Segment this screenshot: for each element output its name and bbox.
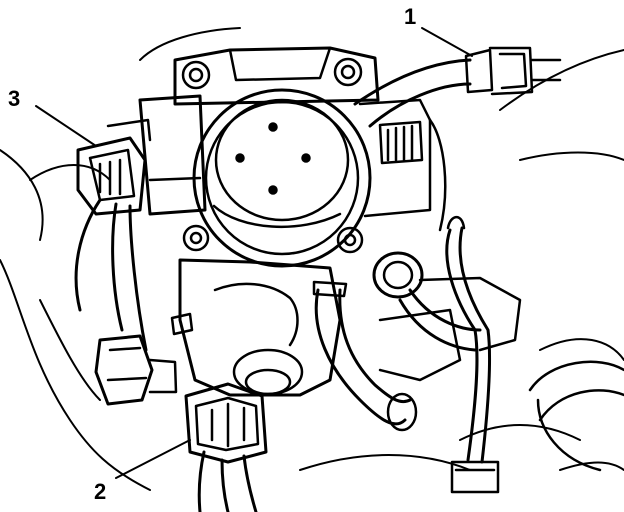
callout-number-3: 3 — [8, 86, 21, 111]
leader-line-1 — [422, 28, 472, 56]
center-vacuum-hose — [314, 282, 416, 430]
connector-3 — [78, 120, 150, 214]
leader-line-3 — [36, 106, 96, 146]
flange-bolt-top-right — [335, 59, 361, 85]
hose-fitting — [374, 253, 422, 297]
connector-1 — [466, 48, 560, 94]
wiring-harness-2 — [199, 452, 256, 512]
callout-number-1: 1 — [404, 4, 417, 29]
vacuum-hose-1 — [355, 60, 470, 126]
callout-number-2: 2 — [94, 479, 107, 504]
lower-right-housing — [530, 362, 624, 470]
engine-background-contours — [0, 28, 624, 490]
throttle-bore — [194, 90, 370, 266]
leader-line-2 — [116, 440, 190, 478]
lower-port — [234, 350, 302, 394]
flange-bolt-bottom-left — [184, 226, 208, 250]
wiring-harness-3 — [76, 200, 176, 404]
right-vacuum-hose — [374, 217, 498, 492]
flange-bolt-top-left — [183, 62, 209, 88]
connector-2 — [186, 384, 266, 462]
callout-leader-lines — [36, 28, 472, 478]
lower-body — [172, 260, 520, 395]
throttle-body-housing — [140, 48, 445, 266]
